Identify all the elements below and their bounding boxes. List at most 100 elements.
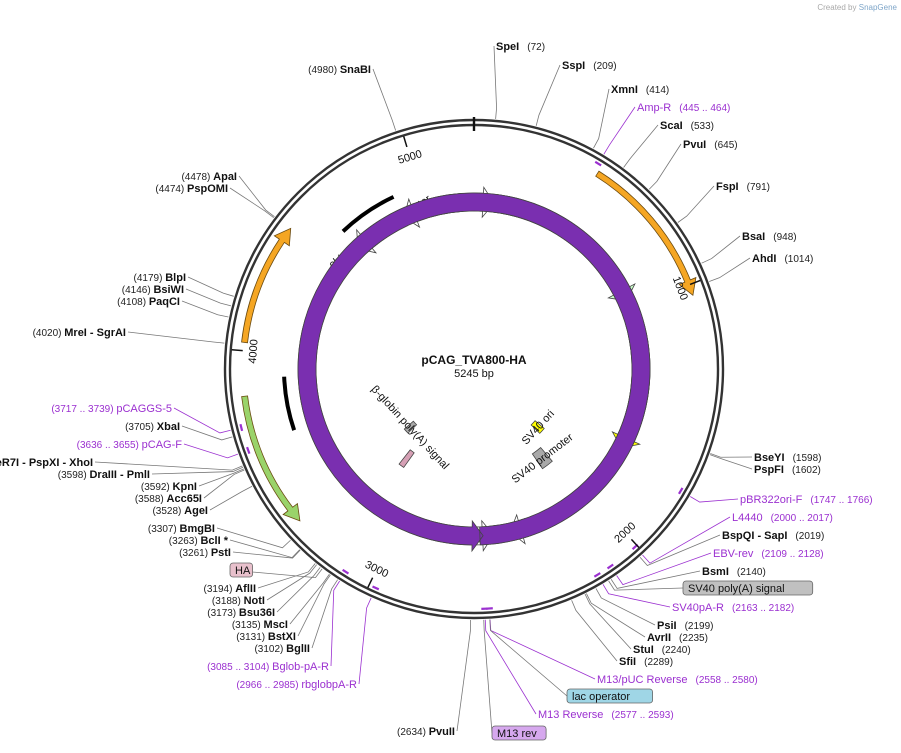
feature-sv40-ori[interactable] [530,420,545,434]
site-name: pCAGGS-5 [116,403,172,415]
site-pcaggs-5[interactable]: (3717 .. 3739) pCAGGS-5 [51,403,172,415]
site-pos: (948) [773,232,796,243]
site-name: PstI [211,547,231,559]
site-noti[interactable]: (3188) NotI [212,595,265,607]
site-sfii[interactable]: SfiI(2289) [619,656,673,668]
site-name: AgeI [184,505,208,517]
site-pvuii[interactable]: (2634) PvuII [397,726,455,738]
site-pos: (3636 .. 3655) [77,440,142,451]
site-pos: (3592) [141,482,173,493]
site-sv40-poly-a-signal[interactable]: SV40 poly(A) signal [682,580,814,596]
site-m13-puc-reverse[interactable]: M13/pUC Reverse(2558 .. 2580) [597,674,758,686]
site-apai[interactable]: (4478) ApaI [181,171,237,183]
site-bsiwi[interactable]: (4146) BsiWI [122,284,184,296]
site-bsu36i[interactable]: (3173) Bsu36I [207,607,275,619]
site-text: BspQI - SapI(2019) [722,530,824,542]
site-aflii[interactable]: (3194) AflII [204,583,256,595]
site-name: SpeI [496,41,519,53]
site-amp-r[interactable]: Amp-R(445 .. 464) [637,102,730,114]
site-psti[interactable]: (3261) PstI [179,547,231,559]
site-avrii[interactable]: AvrII(2235) [647,632,708,644]
site-ha[interactable]: HA [229,562,254,578]
leader-draiii [151,466,244,475]
site-name: PaqCI [149,296,180,308]
site-pos: (3188) [212,596,244,607]
site-bstxi[interactable]: (3131) BstXI [236,631,296,643]
site-blpi[interactable]: (4179) BlpI [134,272,186,284]
site-pcag-f[interactable]: (3636 .. 3655) pCAG-F [77,439,183,451]
site-extra: - PmlI [117,469,150,481]
site-name: StuI [633,644,654,656]
feature-sv40-promoter[interactable] [531,446,553,470]
site-ebv-rev[interactable]: EBV-rev(2109 .. 2128) [713,548,824,560]
site-pbr322ori-f[interactable]: pBR322ori-F(1747 .. 1766) [740,494,873,506]
site-name: Bglob-pA-R [272,661,329,673]
site-sspi[interactable]: SspI(209) [562,60,617,72]
site-text: (4179) BlpI [134,272,186,284]
leader-ahdi [709,257,751,282]
site-pvui[interactable]: PvuI(645) [683,139,738,151]
site-m13-reverse[interactable]: M13 Reverse(2577 .. 2593) [538,709,674,721]
site-sv40pa-r[interactable]: SV40pA-R(2163 .. 2182) [672,602,794,614]
site-pos: (2000 .. 2017) [771,513,833,524]
site-name: pCAG-F [142,439,183,451]
site-extra: - SapI [754,530,787,542]
leader-ebv-rev [616,552,712,586]
site-lac-operator[interactable]: lac operator [566,688,653,704]
site-acc65i[interactable]: (3588) Acc65I [135,493,202,505]
site-name: Amp-R [637,102,671,114]
site-pos: (3588) [135,494,167,505]
site-psii[interactable]: PsiI(2199) [657,620,713,632]
site-l4440[interactable]: L4440 (2000 .. 2017) [732,512,833,524]
site-kpni[interactable]: (3592) KpnI [141,481,197,493]
leader-msci [289,573,330,625]
site-name: BsiWI [153,284,184,296]
site-bsmi[interactable]: BsmI(2140) [702,566,766,578]
leader-m13-puc-reverse [489,619,596,680]
leader-bcli [229,539,301,559]
site-rbglobpa-r[interactable]: (2966 .. 2985) rbglobpA-R [236,679,357,691]
site-spei[interactable]: SpeI(72) [496,41,545,53]
site-name: L4440 [732,512,763,524]
leader-m13-rev [483,619,493,734]
site-fspi[interactable]: FspI(791) [716,181,770,193]
leader-sv40-poly-a-signal [608,580,684,591]
site-agei[interactable]: (3528) AgeI [152,505,208,517]
site-xbai[interactable]: (3705) XbaI [125,421,180,433]
site-text: (3717 .. 3739) pCAGGS-5 [51,403,172,415]
site-text: (4478) ApaI [181,171,237,183]
site-bglob-pa-r[interactable]: (3085 .. 3104) Bglob-pA-R [207,661,329,673]
site-stui[interactable]: StuI(2240) [633,644,691,656]
site-pos: (3528) [152,506,184,517]
site-pspomi[interactable]: (4474) PspOMI [155,183,228,195]
outer-arc-green-arc [241,395,301,522]
site-snabi[interactable]: (4980) SnaBI [308,64,371,76]
site-msci[interactable]: (3135) MscI [232,619,288,631]
site-bseyi[interactable]: BseYI(1598) [754,452,821,464]
site-bspqi[interactable]: BspQI - SapI(2019) [722,530,824,542]
site-ahdi[interactable]: AhdI(1014) [752,253,813,265]
site-bsai[interactable]: BsaI(948) [742,231,797,243]
site-pos: (3102) [254,644,286,655]
site-pspfi[interactable]: PspFI(1602) [754,464,821,476]
site-draiii[interactable]: (3598) DraIII - PmlI [58,469,150,481]
site-bmgbi[interactable]: (3307) BmgBI [148,523,215,535]
site-text: (3194) AflII [204,583,256,595]
leader-m13-reverse [484,619,537,715]
site-paer7i[interactable]: (3603) PaeR7I - PspXI - XhoI [0,457,93,469]
site-scai[interactable]: ScaI(533) [660,120,714,132]
site-bglii[interactable]: (3102) BglII [254,643,310,655]
site-text: (3131) BstXI [236,631,296,643]
feature-m13-rev[interactable] [297,192,651,553]
site-m13-rev[interactable]: M13 rev [491,725,547,741]
credit-prefix: Created by [817,3,857,12]
snapgene-logo-text: SnapGene [858,3,897,12]
leader-amp-r [603,106,636,155]
site-name: BstXI [268,631,296,643]
feature-ha[interactable] [398,449,415,469]
site-mrei[interactable]: (4020) MreI - SgrAI [33,327,126,339]
site-paqci[interactable]: (4108) PaqCI [117,296,180,308]
site-xmni[interactable]: XmnI(414) [611,84,669,96]
feature-globin-poly-a-signal[interactable] [403,420,418,434]
site-bcli[interactable]: (3263) BclI * [169,535,229,547]
